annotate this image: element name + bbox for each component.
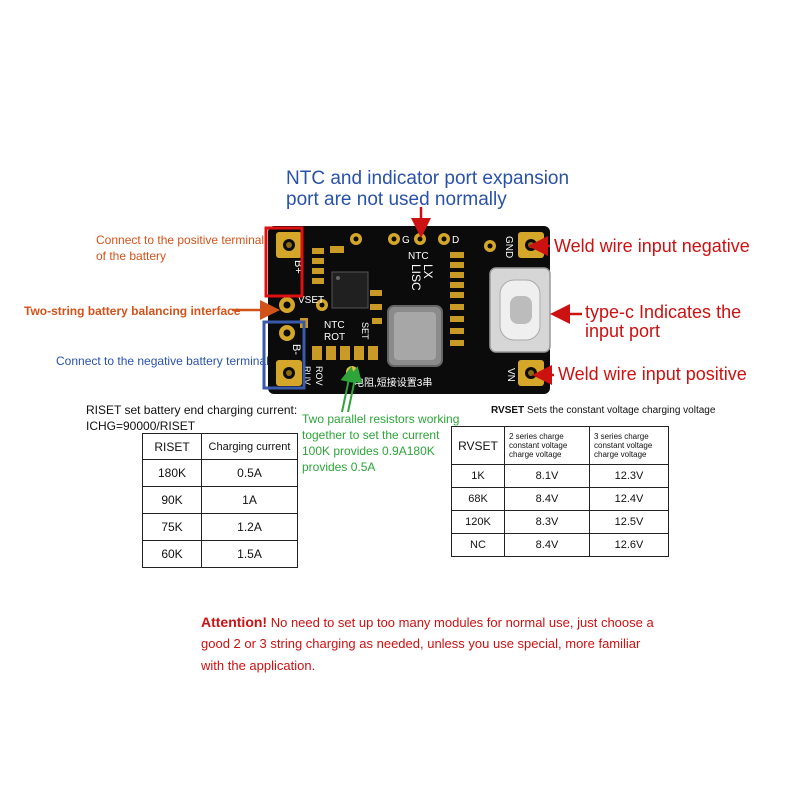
riset-title-line2: ICHG=90000/RISET bbox=[86, 419, 196, 433]
arrow-resistor-2 bbox=[346, 366, 363, 413]
table-row: 75K 1.2A bbox=[142, 513, 298, 541]
table-row: 120K 8.3V 12.5V bbox=[451, 510, 669, 534]
rvset-cell: 12.5V bbox=[589, 510, 669, 534]
rvset-cell: 12.3V bbox=[589, 464, 669, 488]
attention-line3: with the application. bbox=[201, 658, 316, 673]
charger-board-diagram: B+ B- VSET NTC G D GND LX LISC NTC ROT S… bbox=[232, 207, 582, 413]
weld-wire-positive-note: Weld wire input positive bbox=[558, 364, 747, 384]
positive-terminal-note-line2: of the battery bbox=[96, 249, 167, 263]
silk-lisc: LISC bbox=[409, 264, 423, 291]
attention-line1: Attention! No need to set up too many mo… bbox=[201, 614, 654, 630]
positive-terminal-note-line1: Connect to the positive terminal bbox=[96, 233, 265, 247]
rvset-table: RVSET 2 series charge constant voltage c… bbox=[451, 426, 669, 557]
riset-cell: 60K bbox=[142, 540, 202, 568]
rvset-header-rvset: RVSET bbox=[451, 426, 505, 465]
riset-table: RISET Charging current 180K 0.5A 90K 1A … bbox=[142, 433, 298, 568]
parallel-note-line4: provides 0.5A bbox=[302, 460, 376, 474]
rvset-cell: 8.4V bbox=[504, 533, 590, 557]
rvset-cell: 8.1V bbox=[504, 464, 590, 488]
silk-chinese: 电阻,短接设置3串 bbox=[354, 376, 432, 389]
riset-title-line1: RISET set battery end charging current: bbox=[86, 403, 298, 417]
attention-text-1: No need to set up too many modules for n… bbox=[270, 615, 654, 630]
riset-header-riset: RISET bbox=[142, 433, 202, 460]
silk-lx: LX bbox=[421, 264, 435, 279]
table-row: 90K 1A bbox=[142, 486, 298, 514]
silk-rot: ROT bbox=[324, 332, 345, 343]
rvset-cell: 8.3V bbox=[504, 510, 590, 534]
silk-vn: VN bbox=[505, 368, 516, 382]
rvset-header-3series: 3 series charge constant voltage charge … bbox=[589, 426, 669, 465]
rvset-cell: 8.4V bbox=[504, 487, 590, 511]
silk-g: G bbox=[402, 235, 410, 246]
parallel-note-line1: Two parallel resistors working bbox=[302, 412, 460, 426]
rvset-title-bold: RVSET bbox=[491, 405, 525, 416]
rvset-title-rest: Sets the constant voltage charging volta… bbox=[526, 405, 716, 416]
silk-ntc-mid: NTC bbox=[324, 320, 345, 331]
rvset-title: RVSET Sets the constant voltage charging… bbox=[491, 405, 715, 416]
riset-cell: 90K bbox=[142, 486, 202, 514]
riset-cell: 75K bbox=[142, 513, 202, 541]
rvset-header-2series: 2 series charge constant voltage charge … bbox=[504, 426, 590, 465]
silk-b-minus: B- bbox=[290, 344, 302, 355]
silk-rov: ROV bbox=[314, 366, 324, 386]
riset-cell: 1.5A bbox=[201, 540, 298, 568]
typec-note-line2: input port bbox=[585, 321, 661, 341]
silk-gnd: GND bbox=[503, 236, 514, 258]
parallel-note-line3: 100K provides 0.9A180K bbox=[302, 444, 435, 458]
rvset-cell: 1K bbox=[451, 464, 505, 488]
attention-line2: good 2 or 3 string charging as needed, u… bbox=[201, 636, 641, 651]
silk-ruv: RUV bbox=[302, 366, 312, 385]
table-row: 1K 8.1V 12.3V bbox=[451, 464, 669, 488]
silk-set: SET bbox=[360, 322, 370, 340]
weld-wire-negative-note: Weld wire input negative bbox=[554, 236, 750, 256]
typec-note-line1: type-c Indicates the bbox=[585, 302, 742, 322]
rvset-cell: 120K bbox=[451, 510, 505, 534]
riset-cell: 1A bbox=[201, 486, 298, 514]
rvset-cell: 12.4V bbox=[589, 487, 669, 511]
balance-interface-note: Two-string battery balancing interface bbox=[24, 304, 241, 318]
silk-d: D bbox=[452, 235, 459, 246]
parallel-note-line2: together to set the current bbox=[302, 428, 440, 442]
ntc-note-line2: port are not used normally bbox=[286, 189, 507, 210]
silk-vset: VSET bbox=[298, 295, 324, 306]
table-row: 68K 8.4V 12.4V bbox=[451, 487, 669, 511]
small-pads bbox=[279, 233, 496, 341]
rvset-cell: NC bbox=[451, 533, 505, 557]
rvset-cell: 12.6V bbox=[589, 533, 669, 557]
negative-terminal-note: Connect to the negative battery terminal bbox=[56, 354, 269, 368]
riset-cell: 1.2A bbox=[201, 513, 298, 541]
table-row: 60K 1.5A bbox=[142, 540, 298, 568]
ntc-note-line1: NTC and indicator port expansion bbox=[286, 168, 570, 189]
table-row: NC 8.4V 12.6V bbox=[451, 533, 669, 557]
riset-header-current: Charging current bbox=[201, 433, 298, 460]
rvset-cell: 68K bbox=[451, 487, 505, 511]
b-minus-highlight-box bbox=[262, 320, 306, 390]
riset-cell: 180K bbox=[142, 459, 202, 487]
attention-label: Attention! bbox=[201, 614, 268, 630]
riset-cell: 0.5A bbox=[201, 459, 298, 487]
table-row: 180K 0.5A bbox=[142, 459, 298, 487]
b-plus-highlight-box bbox=[264, 226, 304, 298]
silk-ntc-top: NTC bbox=[408, 251, 429, 262]
